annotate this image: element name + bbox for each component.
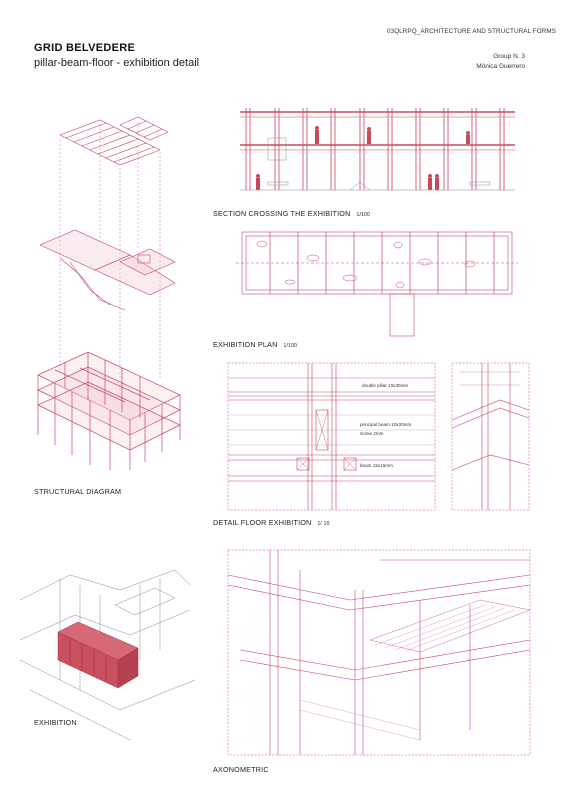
author-name: Mónica Guerrero (476, 63, 525, 70)
caption-section-scale: 1/100 (356, 212, 370, 218)
note-beam: beam 15x15mm (360, 463, 393, 468)
page-title: GRID BELVEDERE (34, 42, 136, 54)
structural-diagram (37, 116, 181, 470)
detail-perspective (451, 362, 530, 511)
note-double-pillar: double pillar 10x30mm (362, 383, 409, 388)
note-principal-beam: principal beam 10x30mm (360, 422, 412, 427)
axonometric-drawing (227, 549, 531, 756)
structural-grid (37, 351, 181, 470)
caption-plan-text: EXHIBITION PLAN (213, 340, 278, 349)
group-info: Group N. 3 Mónica Guerrero (476, 52, 525, 72)
caption-axonometric: AXONOMETRIC (213, 765, 269, 774)
exhibition-volume (57, 621, 139, 689)
caption-plan: EXHIBITION PLAN 1/100 (213, 340, 297, 349)
caption-exhibition: EXHIBITION (34, 718, 77, 727)
caption-section-text: SECTION CROSSING THE EXHIBITION (213, 209, 351, 218)
caption-section: SECTION CROSSING THE EXHIBITION 1/100 (213, 209, 370, 218)
caption-detail: DETAIL FLOOR EXHIBITION 1/ 10 (213, 518, 330, 527)
detail-floor (227, 362, 436, 511)
page-subtitle: pillar-beam-floor - exhibition detail (34, 57, 200, 69)
exhibition-plan (236, 231, 518, 337)
note-screw: screw 2mm (360, 431, 384, 436)
exhibition-context (19, 569, 196, 741)
section-drawing (240, 108, 515, 191)
floor-plate (39, 229, 176, 311)
course-code: 03QLRPQ_ARCHITECTURE AND STRUCTURAL FORM… (386, 28, 556, 35)
caption-detail-scale: 1/ 10 (317, 521, 330, 527)
caption-structural: STRUCTURAL DIAGRAM (34, 487, 122, 496)
human-figures (256, 126, 470, 190)
group-number: Group N. 3 (493, 53, 525, 60)
roof-panels (59, 116, 169, 166)
caption-detail-text: DETAIL FLOOR EXHIBITION (213, 518, 312, 527)
caption-plan-scale: 1/100 (283, 343, 298, 349)
